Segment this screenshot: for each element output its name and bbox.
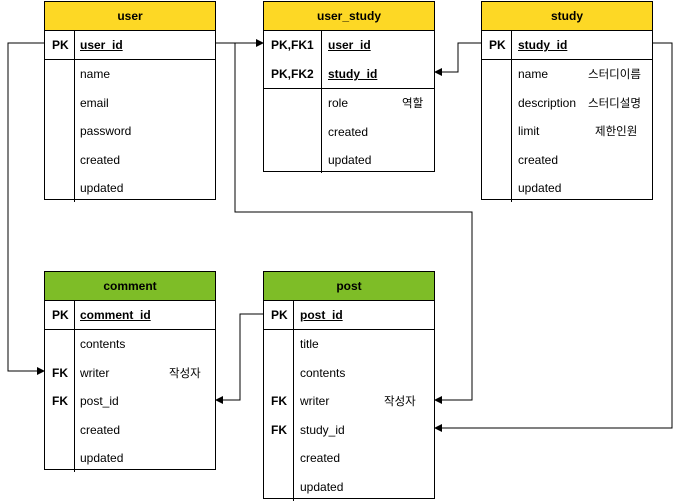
field-row: limit 제한인원 bbox=[482, 117, 652, 146]
key-label: PK,FK1 bbox=[271, 38, 314, 52]
key-label: PK bbox=[52, 308, 69, 322]
pk-row: PK user_id bbox=[45, 31, 215, 59]
field-note: 스터디설명 bbox=[588, 95, 641, 111]
entity-title: study bbox=[482, 2, 652, 31]
field-name: role bbox=[328, 96, 348, 110]
field-row: created bbox=[264, 118, 434, 147]
field-name: updated bbox=[518, 181, 561, 195]
field-note: 스터디이름 bbox=[588, 66, 641, 82]
key-label: FK bbox=[271, 423, 287, 437]
field-row: FK post_id bbox=[45, 387, 215, 416]
entity-title: post bbox=[264, 272, 434, 301]
key-label: FK bbox=[52, 366, 68, 380]
pk-name: study_id bbox=[518, 38, 567, 52]
field-row: name 스터디이름 bbox=[482, 60, 652, 89]
field-row: updated bbox=[264, 473, 434, 501]
field-name: updated bbox=[328, 153, 371, 167]
field-note: 제한인원 bbox=[595, 123, 637, 139]
field-name: created bbox=[300, 451, 340, 465]
field-name: contents bbox=[300, 366, 345, 380]
field-name: updated bbox=[300, 480, 343, 494]
field-name: created bbox=[328, 125, 368, 139]
link-user-to-comment-writer bbox=[8, 43, 44, 371]
link-post-to-comment bbox=[216, 314, 263, 400]
field-name: created bbox=[80, 423, 120, 437]
key-label: PK,FK2 bbox=[271, 67, 314, 81]
entity-title: user_study bbox=[264, 2, 434, 31]
field-name: created bbox=[518, 153, 558, 167]
field-row: FK study_id bbox=[264, 416, 434, 445]
entity-title: user bbox=[45, 2, 215, 31]
field-note: 작성자 bbox=[169, 365, 201, 381]
entity-post[interactable]: post PK post_id title contents FK writer… bbox=[263, 271, 435, 499]
entity-comment[interactable]: comment PK comment_id contents FK writer… bbox=[44, 271, 216, 470]
field-name: updated bbox=[80, 181, 123, 195]
key-label: PK bbox=[489, 38, 506, 52]
entity-study[interactable]: study PK study_id name 스터디이름 description… bbox=[481, 1, 653, 200]
field-row: created bbox=[264, 444, 434, 473]
field-row: contents bbox=[45, 330, 215, 359]
field-name: post_id bbox=[80, 394, 119, 408]
key-label: PK bbox=[52, 38, 69, 52]
pk-row: PK comment_id bbox=[45, 301, 215, 329]
field-row: created bbox=[45, 416, 215, 445]
field-name: password bbox=[80, 124, 131, 138]
pk-row: PK post_id bbox=[264, 301, 434, 329]
pk-name: comment_id bbox=[80, 308, 151, 322]
field-name: writer bbox=[80, 366, 109, 380]
field-row: contents bbox=[264, 359, 434, 388]
field-row: updated bbox=[45, 444, 215, 473]
entity-user-study[interactable]: user_study PK,FK1 user_id PK,FK2 study_i… bbox=[263, 1, 435, 172]
field-row: updated bbox=[482, 174, 652, 203]
field-name: study_id bbox=[300, 423, 345, 437]
key-label: FK bbox=[52, 394, 68, 408]
pk-row: PK,FK2 study_id bbox=[264, 60, 434, 89]
field-name: writer bbox=[300, 394, 329, 408]
field-name: email bbox=[80, 96, 109, 110]
key-label: PK bbox=[271, 308, 288, 322]
field-note: 작성자 bbox=[384, 393, 416, 409]
field-name: limit bbox=[518, 124, 539, 138]
entity-title: comment bbox=[45, 272, 215, 301]
field-row: created bbox=[45, 146, 215, 175]
field-name: contents bbox=[80, 337, 125, 351]
pk-row: PK,FK1 user_id bbox=[264, 31, 434, 60]
field-row: FK writer 작성자 bbox=[264, 387, 434, 416]
field-row: description 스터디설명 bbox=[482, 89, 652, 118]
field-name: title bbox=[300, 337, 319, 351]
field-row: email bbox=[45, 89, 215, 118]
field-row: updated bbox=[264, 146, 434, 175]
field-name: name bbox=[80, 67, 110, 81]
entity-user[interactable]: user PK user_id name email password crea… bbox=[44, 1, 216, 200]
pk-row: PK study_id bbox=[482, 31, 652, 59]
field-row: name bbox=[45, 60, 215, 89]
field-row: password bbox=[45, 117, 215, 146]
field-name: updated bbox=[80, 451, 123, 465]
link-study-to-user-study bbox=[435, 43, 481, 72]
field-row: updated bbox=[45, 174, 215, 203]
pk-name: post_id bbox=[300, 308, 343, 322]
field-row: created bbox=[482, 146, 652, 175]
key-label: FK bbox=[271, 394, 287, 408]
pk-name: user_id bbox=[80, 38, 123, 52]
field-row: FK writer 작성자 bbox=[45, 359, 215, 388]
field-name: name bbox=[518, 67, 548, 81]
field-row: title bbox=[264, 330, 434, 359]
field-note: 역할 bbox=[402, 95, 423, 111]
pk-name: user_id bbox=[328, 38, 371, 52]
field-row: role 역할 bbox=[264, 89, 434, 118]
pk-name: study_id bbox=[328, 67, 377, 81]
field-name: created bbox=[80, 153, 120, 167]
field-name: description bbox=[518, 96, 576, 110]
